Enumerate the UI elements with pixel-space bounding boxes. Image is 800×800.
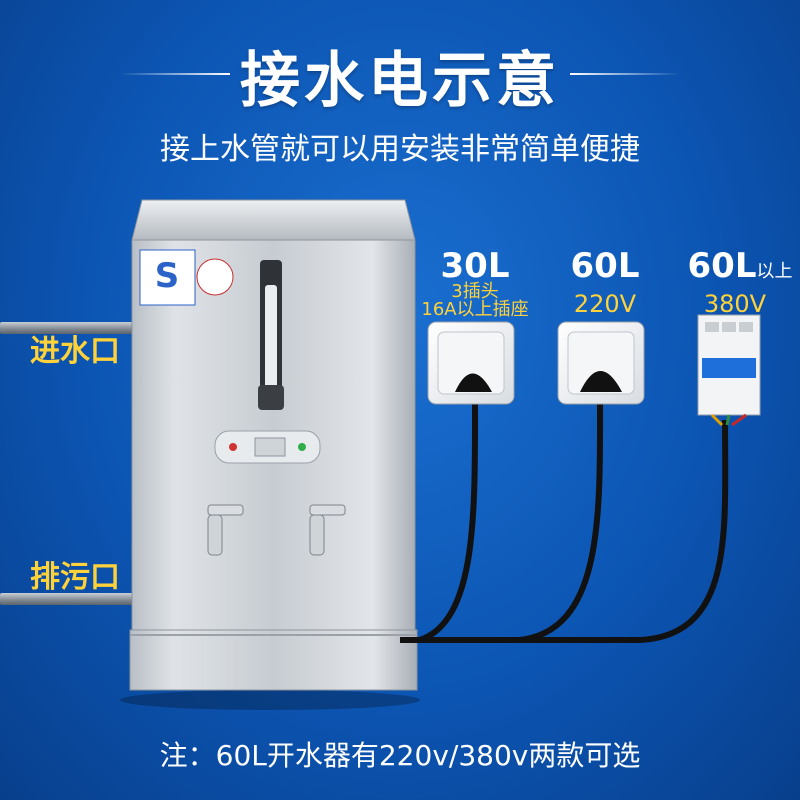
footer-note: 注：60L开水器有220v/380v两款可选 <box>159 739 641 772</box>
option-60l-plus-voltage: 380V <box>703 290 767 318</box>
water-boiler-illustration: S <box>120 199 420 710</box>
title-decor-line-left <box>120 73 230 75</box>
svg-text:S: S <box>155 256 180 296</box>
page-title: 接水电示意 <box>240 46 560 116</box>
left-tap <box>207 504 244 556</box>
qs-certification-logo: S <box>139 249 234 306</box>
right-tap <box>309 504 346 556</box>
option-60l-capacity: 60L <box>570 246 640 286</box>
option-60l-plus-capacity: 60L以上 <box>687 246 793 286</box>
option-60l-voltage: 220V <box>573 290 637 318</box>
drain-pipe <box>0 593 140 605</box>
option-30l-detail-1: 3插头 <box>451 281 499 302</box>
socket-60l <box>557 321 645 405</box>
option-30l-capacity: 30L <box>440 246 510 286</box>
drain-label: 排污口 <box>30 560 120 595</box>
inlet-pipe <box>0 322 140 334</box>
option-30l-detail-2: 16A以上插座 <box>421 299 529 320</box>
circuit-breaker <box>697 314 761 427</box>
title-decor-line-right <box>570 73 680 75</box>
socket-30l <box>427 321 515 405</box>
inlet-label: 进水口 <box>30 334 120 369</box>
power-connections <box>400 314 761 643</box>
page-subtitle: 接上水管就可以用安装非常简单便捷 <box>160 132 640 167</box>
